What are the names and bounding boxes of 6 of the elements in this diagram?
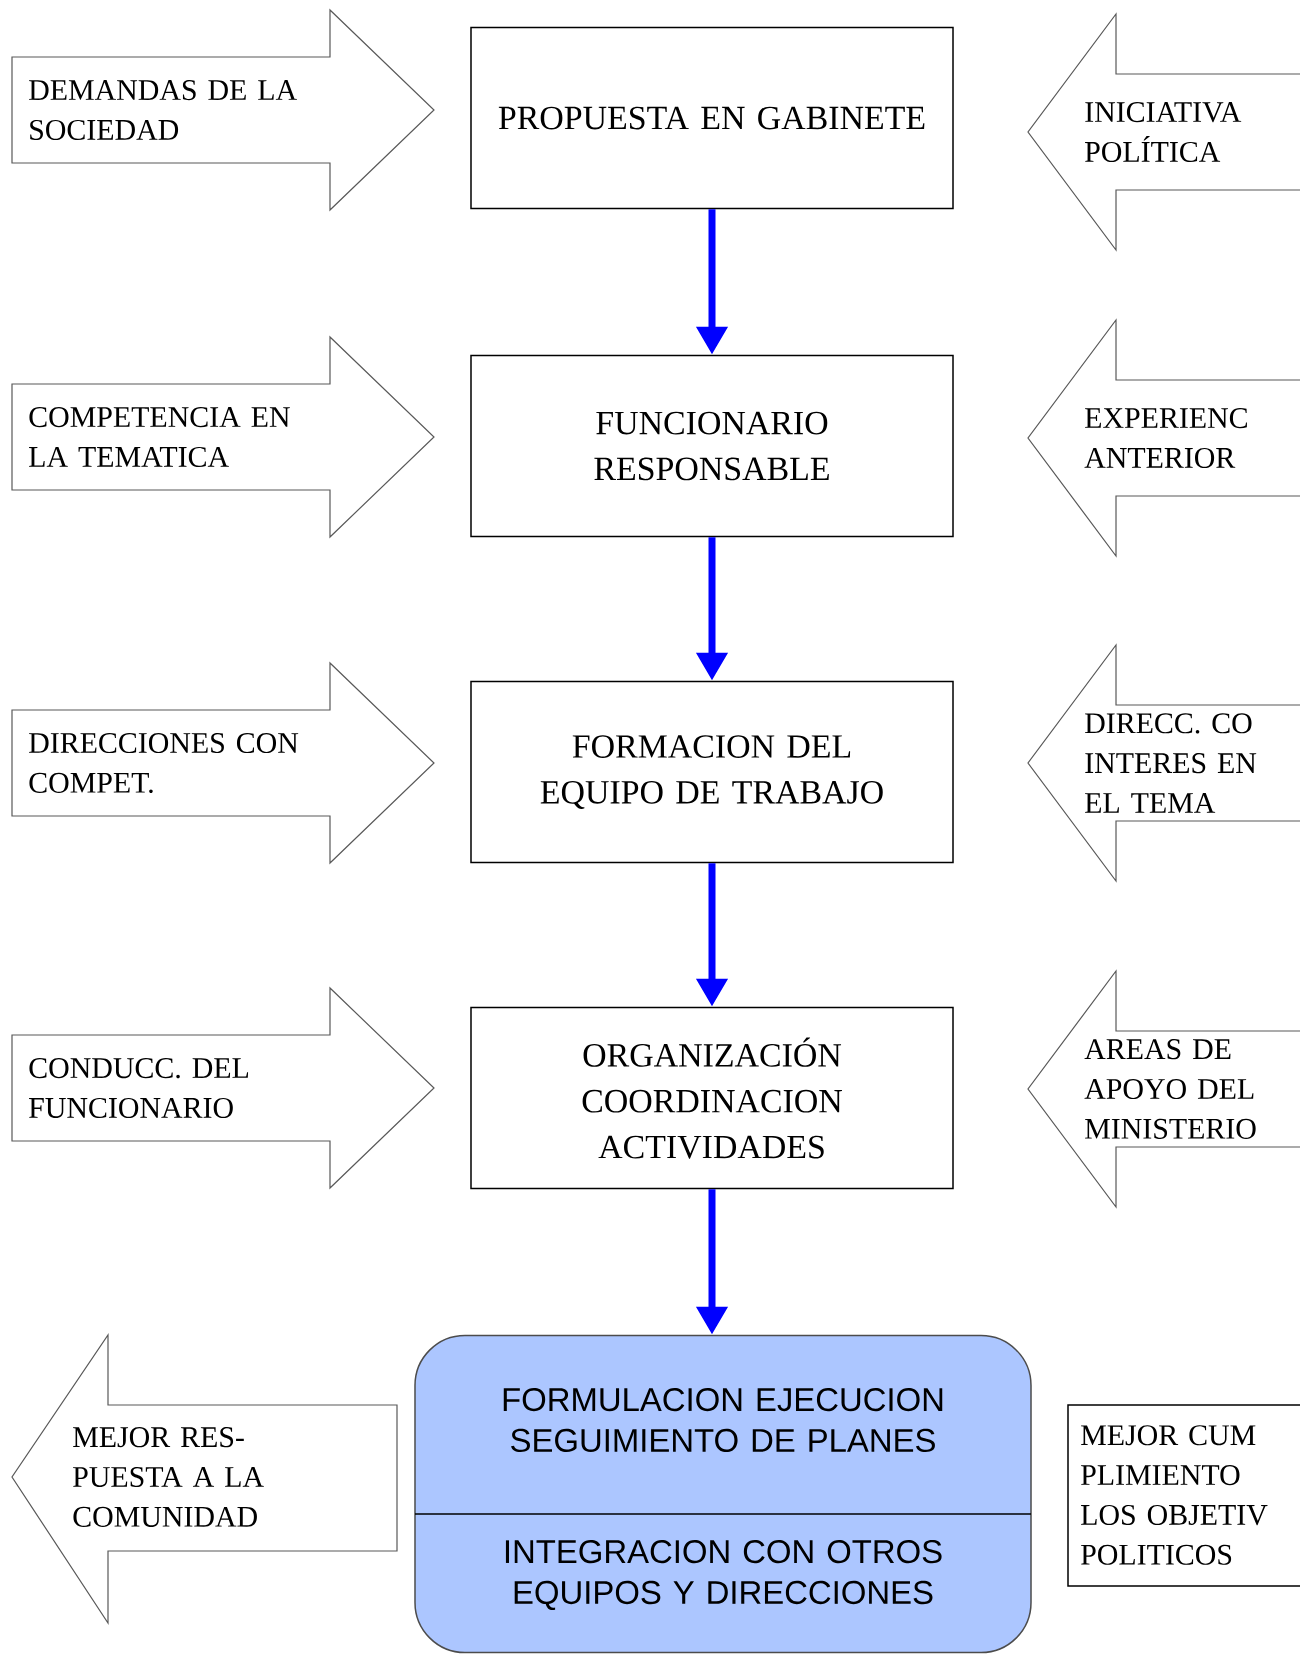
text-box: MEJOR CUM PLIMIENTO LOS OBJETIV POLITICOS: [1067, 1404, 1300, 1587]
rounded-box: FORMULACION EJECUCION SEGUIMIENTO DE PLANES INTEGRACION CON OTROS EQUIPOS Y DIRECCIONES: [414, 1334, 1032, 1654]
process-box: ORGANIZACIÓN COORDINACION ACTIVIDADES: [470, 1006, 954, 1190]
process-box: FUNCIONARIO RESPONSABLE: [470, 354, 954, 538]
process-box: PROPUESTA EN GABINETE: [470, 26, 954, 210]
process-box: FORMACION DEL EQUIPO DE TRABAJO: [470, 680, 954, 864]
